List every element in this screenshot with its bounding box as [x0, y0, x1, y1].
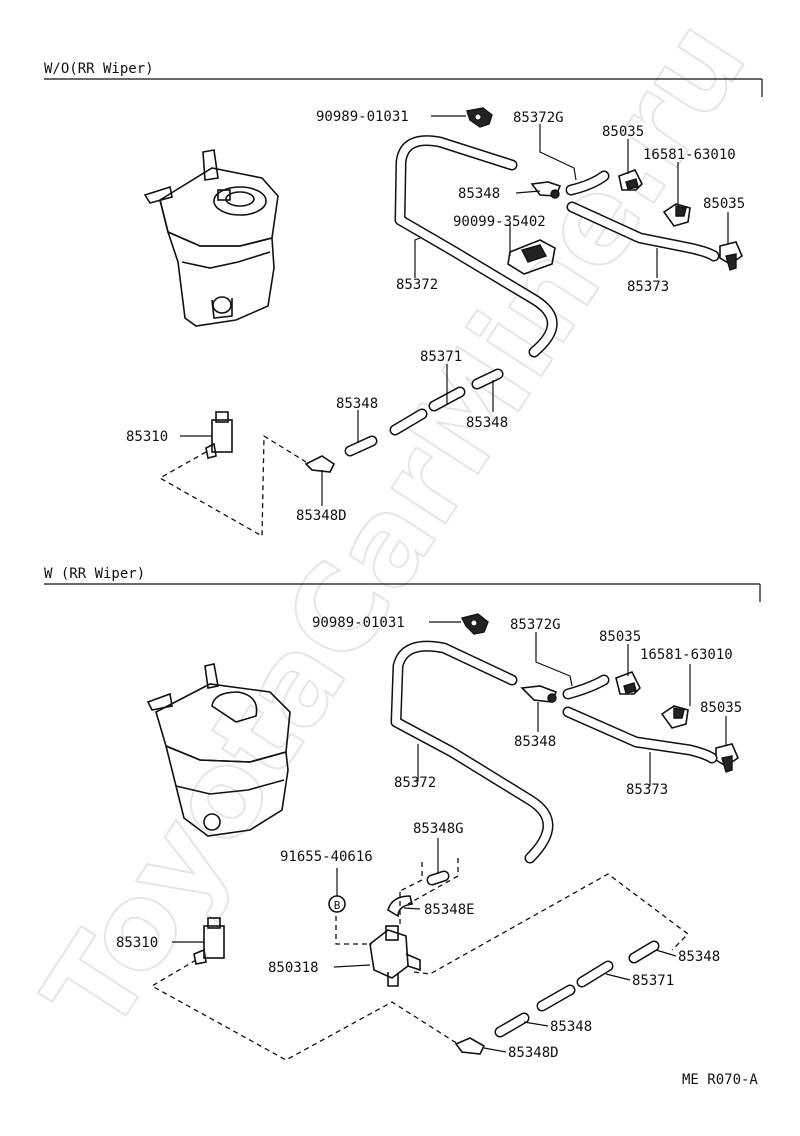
label-hose-lower-lower: 85371: [632, 973, 674, 989]
label-hose-elbow-lower: 85348D: [508, 1045, 559, 1061]
section-lower: W (RR Wiper): [44, 566, 761, 1061]
label-grommet-lower: 91655-40616: [280, 849, 373, 865]
label-check-valve-upper: 16581-63010: [643, 147, 736, 163]
nozzle-clip-lower: [460, 613, 489, 635]
washer-tank-lower: [146, 663, 291, 837]
label-hose-lower-upper: 85371: [420, 349, 462, 365]
label-nozzle-b-upper: 85035: [703, 196, 745, 212]
washer-tank-upper: [143, 149, 279, 327]
grommet-mark: B: [334, 899, 341, 912]
label-nozzle-clip-lower: 90989-01031: [312, 615, 405, 631]
label-connector-mid-upper: 85348: [336, 396, 378, 412]
tee-connector-lower: [520, 674, 610, 703]
label-hose-elbow-upper: 85348D: [296, 508, 347, 524]
label-connector-top-lower: 85348: [514, 734, 556, 750]
label-hose-main-lower: 85372: [394, 775, 436, 791]
check-valve-lower: [660, 705, 689, 729]
hose-85372-lower: [390, 640, 554, 864]
section-heading-upper: W/O(RR Wiper): [44, 61, 154, 77]
label-hose-main-upper: 85372: [396, 277, 438, 293]
label-connector-g-lower: 85348G: [413, 821, 464, 837]
elbow-85348e: [387, 895, 413, 918]
label-clamp-upper: 90099-35402: [453, 214, 546, 230]
hose-clamp-upper: [507, 239, 556, 275]
grommet-91655: B: [328, 895, 346, 913]
dashed-route-upper: [158, 434, 307, 538]
label-valve-lower: 850318: [268, 960, 319, 976]
label-nozzle-clip-upper: 90989-01031: [316, 109, 409, 125]
label-pump-upper: 85310: [126, 429, 168, 445]
label-hose-joint-g-upper: 85372G: [513, 110, 564, 126]
label-connector-right-upper: 85348: [466, 415, 508, 431]
elbow-85348d-lower: [454, 1037, 486, 1055]
label-nozzle-b-lower: 85035: [700, 700, 742, 716]
nozzle-a-lower: [615, 670, 641, 695]
nozzle-clip-upper: [466, 107, 493, 128]
leader-lines-upper: [180, 115, 729, 506]
label-connector-left-upper: 85348: [458, 186, 500, 202]
label-hose-front-lower: 85373: [626, 782, 668, 798]
label-nozzle-a-upper: 85035: [602, 124, 644, 140]
section-upper: W/O(RR Wiper): [44, 61, 763, 538]
section-heading-lower: W (RR Wiper): [44, 566, 145, 582]
footer-code: ME R070-A: [682, 1072, 758, 1088]
nozzle-b-lower: [715, 743, 739, 773]
label-hose-elbow-e-lower: 85348E: [424, 902, 475, 918]
tee-connector-upper: [530, 170, 610, 199]
hose-85372-upper: [394, 135, 558, 358]
dashed-route-lower: [150, 858, 689, 1061]
nozzle-a-upper: [618, 168, 643, 191]
connector-85348g: [426, 870, 450, 886]
label-nozzle-a-lower: 85035: [599, 629, 641, 645]
check-valve-upper: [662, 203, 691, 227]
elbow-85348d-upper: [304, 455, 336, 473]
label-check-valve-lower: 16581-63010: [640, 647, 733, 663]
leader-lines-lower: [172, 621, 727, 1053]
lower-hose-run-lower: [494, 940, 660, 1038]
label-connector-mid-lower: 85348: [550, 1019, 592, 1035]
nozzle-b-upper: [719, 241, 743, 271]
washer-pump-upper: [205, 411, 233, 459]
label-hose-joint-g-lower: 85372G: [510, 617, 561, 633]
label-hose-front-upper: 85373: [627, 279, 669, 295]
label-connector-right-lower: 85348: [678, 949, 720, 965]
valve-850318: [369, 925, 421, 987]
label-pump-lower: 85310: [116, 935, 158, 951]
